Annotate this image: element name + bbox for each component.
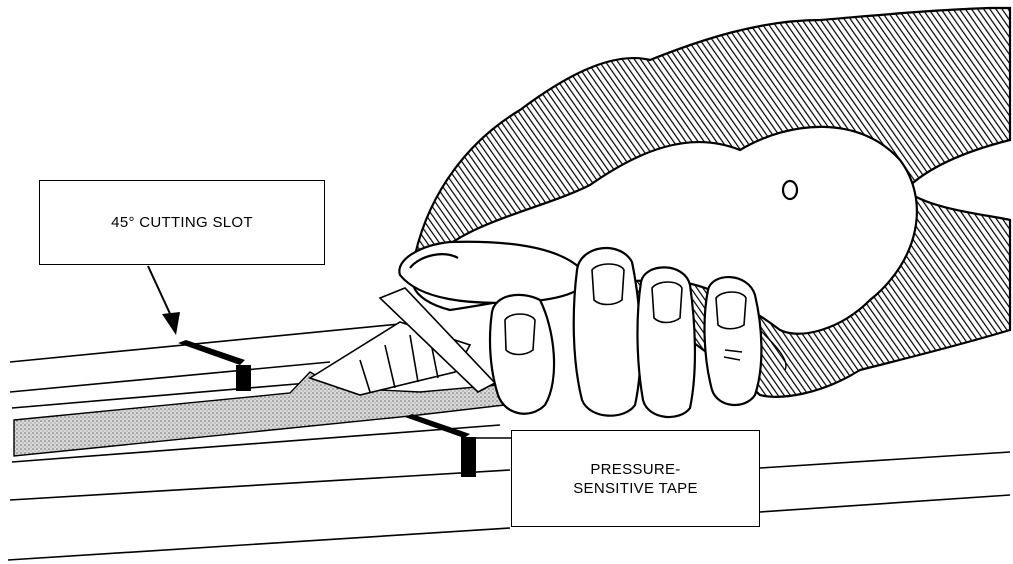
cutting-slot-label: 45° CUTTING SLOT [39,180,325,265]
hand-icon [399,8,1010,417]
arrow-icon [148,266,180,335]
tape-label: PRESSURE- SENSITIVE TAPE [511,430,760,527]
tape-label-text: PRESSURE- SENSITIVE TAPE [573,460,698,498]
cutting-slot-label-text: 45° CUTTING SLOT [111,213,253,232]
